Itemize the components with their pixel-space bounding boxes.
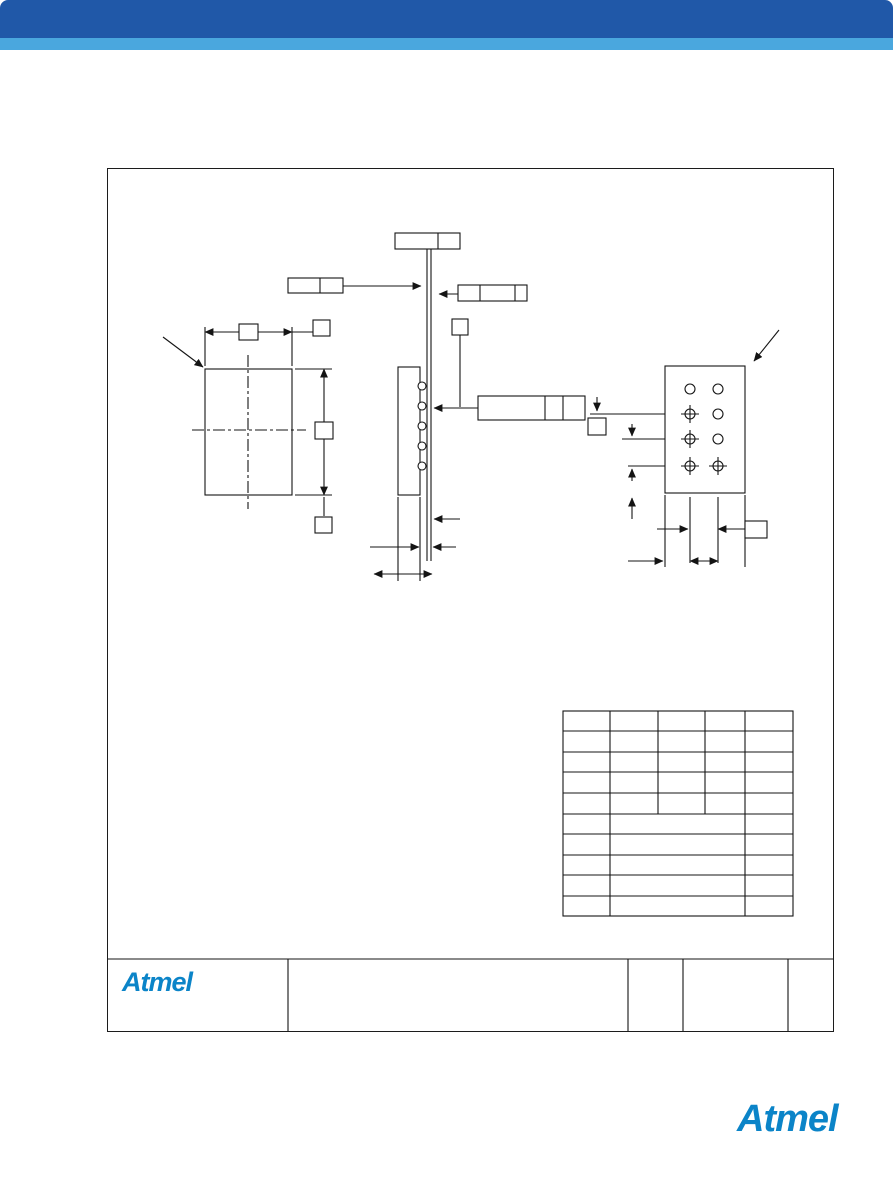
extension-lines	[664, 495, 746, 567]
package-drawing	[108, 232, 833, 1031]
atmel-logo-titleblock: Atmel	[122, 967, 193, 997]
solder-balls-bottom	[684, 383, 724, 472]
feature-control-dividers	[544, 396, 564, 420]
side-view	[287, 232, 586, 561]
dim-label-box	[744, 520, 768, 539]
table-row-lines	[563, 730, 793, 897]
header-bar	[0, 0, 893, 38]
callout-divider	[479, 285, 516, 301]
callout-box	[394, 232, 461, 250]
atmel-logo-footer: Atmel	[737, 1098, 839, 1140]
ball-crosshairs-icon	[681, 405, 727, 475]
bottom-view-body	[664, 365, 746, 494]
callout-box	[457, 284, 528, 302]
datum-plane-lines	[426, 249, 432, 561]
row-extension-lines	[590, 413, 665, 467]
dim-label-box	[314, 421, 334, 440]
side-view-bottom-dims	[370, 497, 460, 581]
dimension-table	[562, 710, 794, 917]
datum-label-box	[451, 318, 469, 336]
feature-control-frame	[477, 395, 586, 421]
package-drawing-svg	[108, 232, 833, 1031]
top-view-body	[204, 368, 293, 496]
corner-leader-arrow-icon	[753, 329, 780, 362]
table-column-lines	[609, 711, 746, 916]
solder-balls-side	[417, 381, 427, 471]
callout-box	[287, 277, 344, 294]
drawing-frame: Atmel	[107, 168, 834, 1032]
bottom-view	[587, 329, 780, 567]
top-view	[162, 319, 334, 534]
pin1-leader-arrow-icon	[162, 336, 204, 368]
dim-label-box	[312, 319, 331, 337]
dim-label-box	[587, 417, 607, 436]
dim-label-box	[238, 323, 259, 341]
header-accent-stripe	[0, 38, 893, 50]
extension-lines	[397, 497, 421, 581]
title-block	[108, 958, 833, 1031]
dim-label-box	[314, 516, 333, 534]
side-view-body	[397, 366, 421, 496]
title-block-dividers	[287, 959, 789, 1031]
